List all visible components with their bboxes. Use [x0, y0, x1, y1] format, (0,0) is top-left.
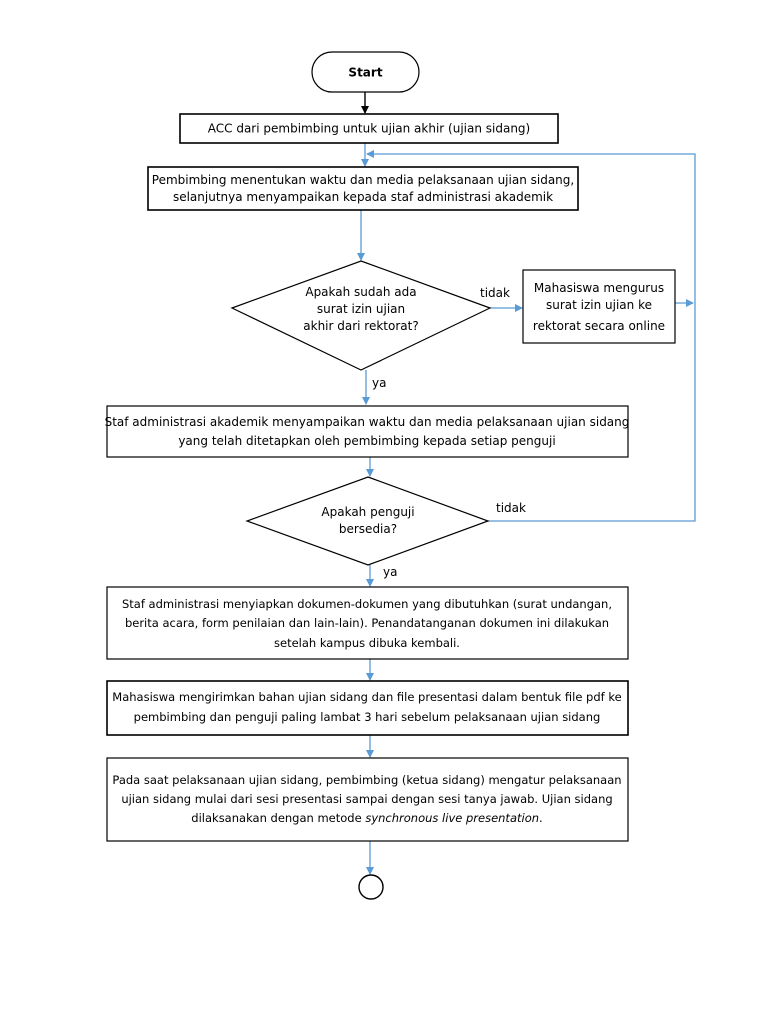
- kirim-bahan-line-2: pembimbing dan penguji paling lambat 3 h…: [134, 710, 601, 724]
- tentukan-process: Pembimbing menentukan waktu dan media pe…: [147, 166, 579, 211]
- staf-sampaikan-line-2: yang telah ditetapkan oleh pembimbing ke…: [178, 434, 555, 448]
- label-ya-2: ya: [383, 565, 397, 579]
- staf-sampaikan-line-1: Staf administrasi akademik menyampaikan …: [105, 415, 630, 429]
- staf-sampaikan-process: Staf administrasi akademik menyampaikan …: [105, 405, 630, 458]
- urus-izin-process: Mahasiswa mengurus surat izin ujian ke r…: [522, 269, 676, 344]
- label-ya-1: ya: [372, 376, 386, 390]
- acc-process: ACC dari pembimbing untuk ujian akhir (u…: [179, 113, 559, 144]
- label-tidak-1: tidak: [480, 286, 510, 300]
- start-node: Start: [311, 51, 420, 93]
- label-tidak-2: tidak: [496, 501, 526, 515]
- decision-penguji: Apakah penguji bersedia?: [245, 476, 490, 566]
- urus-izin-line-1: Mahasiswa mengurus: [534, 281, 664, 295]
- tentukan-line-2: selanjutnya menyampaikan kepada staf adm…: [173, 190, 553, 204]
- urus-izin-line-2: surat izin ujian ke: [546, 298, 652, 312]
- end-node: [358, 874, 384, 900]
- decision-penguji-line-1: Apakah penguji: [321, 505, 414, 519]
- acc-label: ACC dari pembimbing untuk ujian akhir (u…: [208, 122, 530, 136]
- decision-izin: Apakah sudah ada surat izin ujian akhir …: [230, 260, 492, 371]
- pelaksanaan-line-3-suffix: .: [539, 811, 543, 825]
- staf-dokumen-process: Staf administrasi menyiapkan dokumen-dok…: [106, 586, 629, 660]
- staf-dokumen-line-3: setelah kampus dibuka kembali.: [274, 636, 460, 650]
- pelaksanaan-line-3-italic: synchronous live presentation: [365, 811, 539, 825]
- kirim-bahan-process: Mahasiswa mengirimkan bahan ujian sidang…: [106, 680, 629, 736]
- edge-decision-penguji-tidak-loop: [366, 150, 696, 522]
- pelaksanaan-process: Pada saat pelaksanaan ujian sidang, pemb…: [106, 757, 629, 842]
- connectors: [357, 92, 696, 875]
- kirim-bahan-line-1: Mahasiswa mengirimkan bahan ujian sidang…: [112, 690, 621, 704]
- decision-penguji-line-2: bersedia?: [339, 522, 397, 536]
- pelaksanaan-line-2: ujian sidang mulai dari sesi presentasi …: [121, 792, 612, 806]
- staf-dokumen-line-1: Staf administrasi menyiapkan dokumen-dok…: [122, 597, 612, 611]
- staf-dokumen-line-2: berita acara, form penilaian dan lain-la…: [125, 616, 609, 630]
- urus-izin-line-3: rektorat secara online: [533, 319, 665, 333]
- pelaksanaan-line-1: Pada saat pelaksanaan ujian sidang, pemb…: [112, 773, 621, 787]
- decision-izin-line-1: Apakah sudah ada: [305, 285, 416, 299]
- decision-izin-line-3: akhir dari rektorat?: [303, 319, 418, 333]
- pelaksanaan-line-3: dilaksanakan dengan metode synchronous l…: [191, 811, 542, 825]
- tentukan-line-1: Pembimbing menentukan waktu dan media pe…: [152, 173, 574, 187]
- start-label: Start: [348, 66, 382, 80]
- decision-izin-line-2: surat izin ujian: [317, 302, 405, 316]
- pelaksanaan-line-3-prefix: dilaksanakan dengan metode: [191, 811, 365, 825]
